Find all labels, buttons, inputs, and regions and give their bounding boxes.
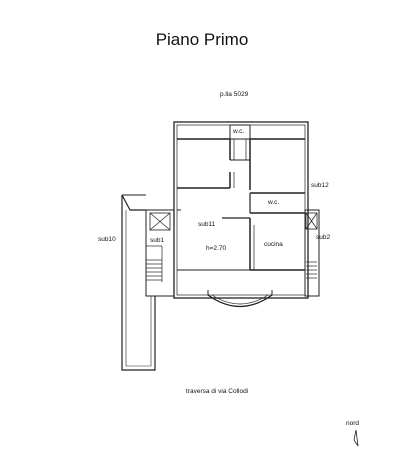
staircase-right — [304, 209, 320, 297]
sub10-boundary — [121, 194, 156, 371]
wc-right-label: w.c. — [268, 199, 280, 206]
north-label: nord — [346, 420, 360, 427]
sub11-label: sub11 — [198, 221, 216, 228]
sub1-label: sub1 — [150, 237, 165, 244]
outer-wall — [173, 121, 309, 299]
kitchen-label: cucina — [264, 241, 283, 248]
north-arrow-icon — [353, 429, 359, 447]
staircase-left — [145, 209, 175, 297]
street-label: traversa di via Collodi — [186, 388, 249, 395]
balcony-arc-inner — [211, 294, 269, 305]
wc-top-label: w.c. — [233, 128, 245, 135]
sub2-label: sub2 — [316, 234, 331, 241]
interior-walls — [177, 138, 305, 271]
sub10-label: sub10 — [98, 236, 116, 243]
parcel-label: p.lla 5029 — [220, 91, 249, 98]
sub12-label: sub12 — [311, 182, 329, 189]
height-label: h=2.70 — [206, 245, 227, 252]
plan-title: Piano Primo — [155, 30, 249, 49]
balcony-arc — [207, 294, 273, 308]
wc-top-room — [229, 124, 251, 140]
